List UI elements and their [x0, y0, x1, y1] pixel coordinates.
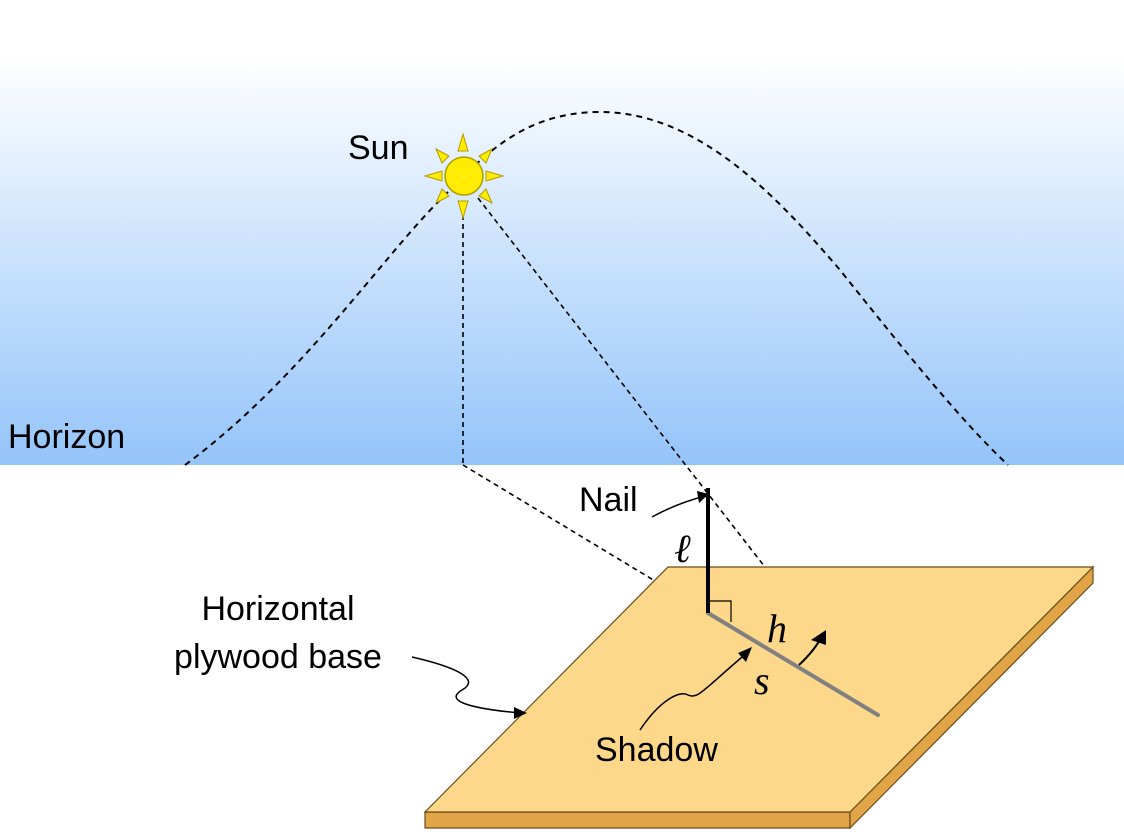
shadow-length-symbol: s — [754, 658, 770, 703]
altitude-symbol: h — [767, 606, 787, 651]
sky-background — [0, 0, 1124, 465]
nail-leader-arrow — [697, 491, 709, 503]
plywood-leader — [411, 656, 521, 714]
plywood-top-surface — [423, 566, 1095, 813]
plywood-label-line1: Horizontal — [201, 590, 354, 628]
plywood-label-line2: plywood base — [174, 638, 382, 676]
horizon-label: Horizon — [8, 418, 125, 456]
sun-icon — [423, 132, 505, 220]
nail-length-symbol: ℓ — [674, 526, 691, 571]
altitude-arrow-head — [811, 630, 826, 645]
shadow-leader-arrow — [738, 647, 752, 662]
nail-leader — [651, 495, 706, 518]
sun-ray — [477, 197, 881, 716]
shadow-label: Shadow — [595, 731, 718, 769]
plywood-front-edge — [424, 811, 851, 829]
sun-label: Sun — [348, 129, 409, 167]
plywood-base — [423, 565, 1095, 830]
right-angle-marker — [710, 600, 732, 622]
shadow-line — [706, 611, 880, 717]
nail-label: Nail — [579, 481, 638, 519]
shadow-leader — [639, 651, 749, 731]
sun-path-arc — [184, 110, 1009, 466]
plywood-leader-arrow — [514, 707, 527, 719]
